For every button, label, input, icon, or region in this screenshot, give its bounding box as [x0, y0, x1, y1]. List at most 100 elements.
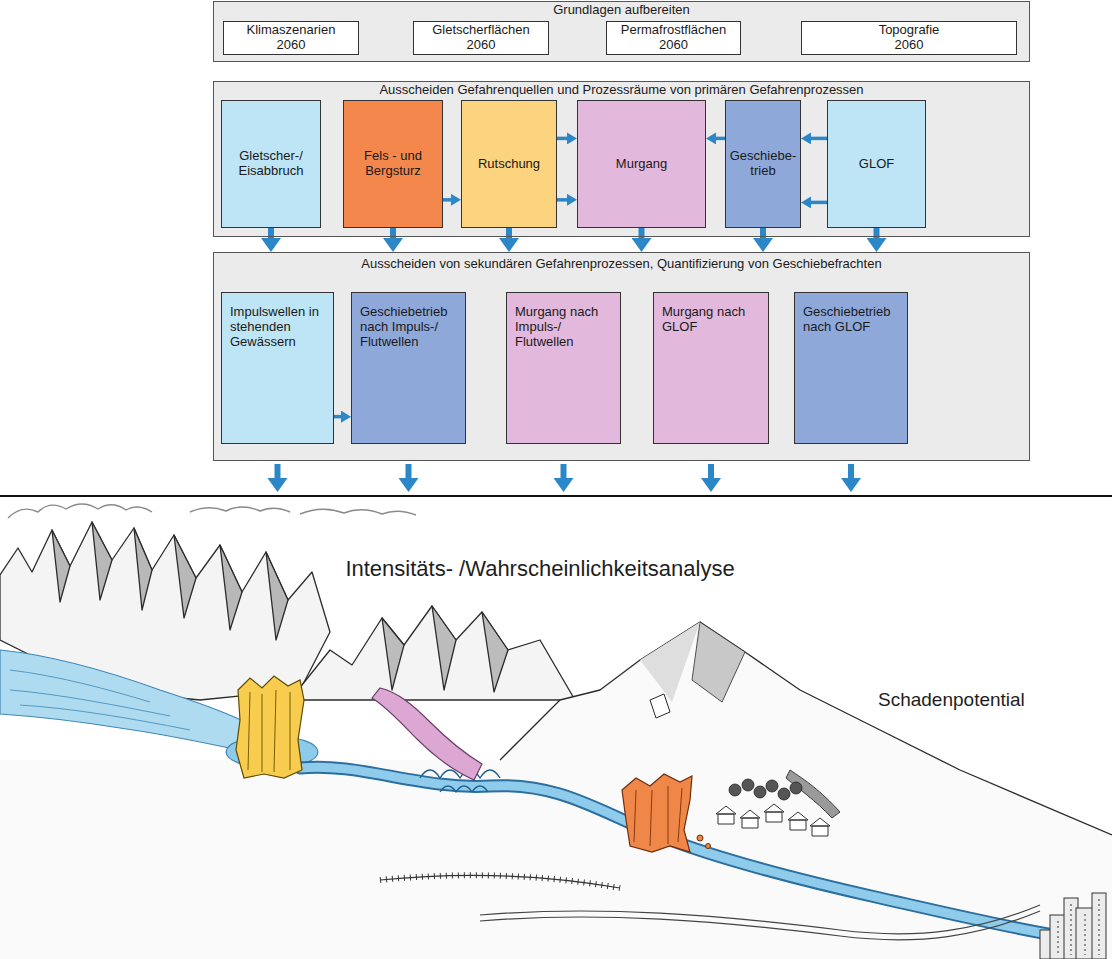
- panel-fill: [213, 252, 1030, 461]
- city: [1040, 893, 1106, 959]
- panel-heading: Grundlagen aufbereiten: [214, 2, 1029, 18]
- rockfall: [634, 786, 682, 846]
- houses: [716, 804, 830, 836]
- box-label: Murgang nach Impuls-/ Flutwellen: [515, 305, 612, 350]
- connector-arrow: [811, 201, 827, 205]
- connector-arrow: [443, 198, 451, 202]
- connector-arrow: [811, 137, 827, 141]
- panel-fill: [213, 1, 1030, 62]
- connector-arrow: [716, 137, 725, 141]
- box-label: Murgang nach GLOF: [662, 305, 760, 335]
- process-box: Murgang nach GLOF: [653, 292, 769, 444]
- process-box: Murgang: [577, 100, 706, 228]
- trees: [754, 786, 766, 798]
- box-label: Rutschung: [478, 157, 540, 172]
- box-label: Gletscher-/ Eisabbruch: [226, 149, 316, 179]
- railway: [380, 875, 620, 888]
- clouds: [300, 509, 416, 515]
- landslide: [236, 676, 304, 778]
- main-mountain: [786, 770, 840, 818]
- landslide: [248, 690, 290, 772]
- box-label: Topografie 2060: [869, 23, 949, 53]
- output-arrow: [275, 464, 281, 478]
- section-label: Intensitäts- /Wahrscheinlichkeitsanalyse: [342, 556, 737, 582]
- box-label: Fels - und Bergsturz: [348, 149, 438, 179]
- output-arrow: [561, 464, 567, 478]
- main-mountain: [692, 622, 745, 702]
- connector-arrow: [557, 137, 567, 141]
- trees: [790, 782, 802, 794]
- main-mountain: [0, 622, 1112, 959]
- main-mountain: [0, 622, 1112, 959]
- trees: [742, 779, 754, 791]
- mountain-ridge: [290, 606, 575, 700]
- process-box: Fels - und Bergsturz: [343, 100, 443, 228]
- clouds: [190, 507, 290, 512]
- railway: [380, 875, 620, 888]
- houses: [788, 812, 808, 830]
- trees: [778, 788, 790, 800]
- panel-fill: [213, 81, 1030, 237]
- road: [480, 905, 1040, 940]
- process-panel: Ausscheiden Gefahrenquellen und Prozessr…: [213, 81, 1030, 237]
- panel-heading: Ausscheiden Gefahrenquellen und Prozessr…: [214, 82, 1029, 98]
- connector-arrow: [557, 198, 567, 202]
- process-box: Geschiebetrieb nach GLOF: [794, 292, 908, 444]
- process-box: Rutschung: [461, 100, 557, 228]
- output-arrows: [278, 464, 852, 478]
- panel-heading: Ausscheiden von sekundären Gefahrenproze…: [214, 253, 1029, 272]
- main-mountain: [650, 694, 670, 718]
- road: [480, 911, 1040, 940]
- box-label: Gletscherflächen 2060: [425, 23, 537, 53]
- river: [300, 767, 1060, 936]
- rockfall: [706, 844, 711, 849]
- trees: [729, 784, 741, 796]
- process-box: Geschiebe- trieb: [725, 100, 801, 228]
- output-arrow: [708, 464, 714, 478]
- river: [300, 767, 1060, 936]
- process-panel: Grundlagen aufbereitenKlimaszenarien 206…: [213, 1, 1030, 62]
- glacier: [10, 670, 190, 730]
- output-arrow: [406, 464, 412, 478]
- road: [480, 905, 1040, 934]
- rockfall: [622, 774, 692, 852]
- railway: [380, 875, 620, 888]
- process-box: Impulswellen in stehenden Gewässern: [221, 292, 334, 444]
- separator-line: [0, 495, 1112, 497]
- clouds: [8, 504, 152, 518]
- rockfall: [622, 774, 711, 852]
- process-box: Gletscher-/ Eisabbruch: [221, 100, 321, 228]
- landslide: [236, 676, 304, 778]
- houses: [740, 810, 760, 828]
- rockfall: [697, 835, 703, 841]
- box-label: Geschiebetrieb nach Impuls-/ Flutwellen: [360, 305, 457, 350]
- houses: [810, 818, 830, 836]
- output-arrow: [848, 464, 854, 478]
- trees: [729, 779, 802, 800]
- process-box: Klimaszenarien 2060: [223, 21, 359, 55]
- houses: [764, 804, 784, 822]
- debris-flow: [372, 688, 482, 780]
- mountain-ridge: [382, 606, 508, 692]
- mountain-range: [52, 522, 288, 640]
- connector-arrow: [334, 415, 341, 419]
- box-label: Impulswellen in stehenden Gewässern: [230, 305, 325, 350]
- trees: [766, 780, 778, 792]
- process-box: Permafrostflächen 2060: [606, 21, 741, 55]
- section-label: Schadenpotential: [875, 689, 1028, 712]
- box-label: GLOF: [859, 157, 894, 172]
- process-box: Geschiebetrieb nach Impuls-/ Flutwellen: [351, 292, 466, 444]
- box-label: Geschiebe- trieb: [728, 149, 798, 179]
- process-box: Murgang nach Impuls-/ Flutwellen: [506, 292, 621, 444]
- box-label: Klimaszenarien 2060: [235, 23, 347, 53]
- box-label: Murgang: [616, 157, 667, 172]
- main-mountain: [640, 622, 700, 702]
- glacier: [0, 650, 248, 752]
- mountain-ridge: [290, 606, 575, 700]
- process-panel: Ausscheiden von sekundären Gefahrenproze…: [213, 252, 1030, 461]
- box-label: Permafrostflächen 2060: [618, 23, 730, 53]
- process-box: Gletscherflächen 2060: [413, 21, 549, 55]
- debris-flow: [372, 688, 482, 780]
